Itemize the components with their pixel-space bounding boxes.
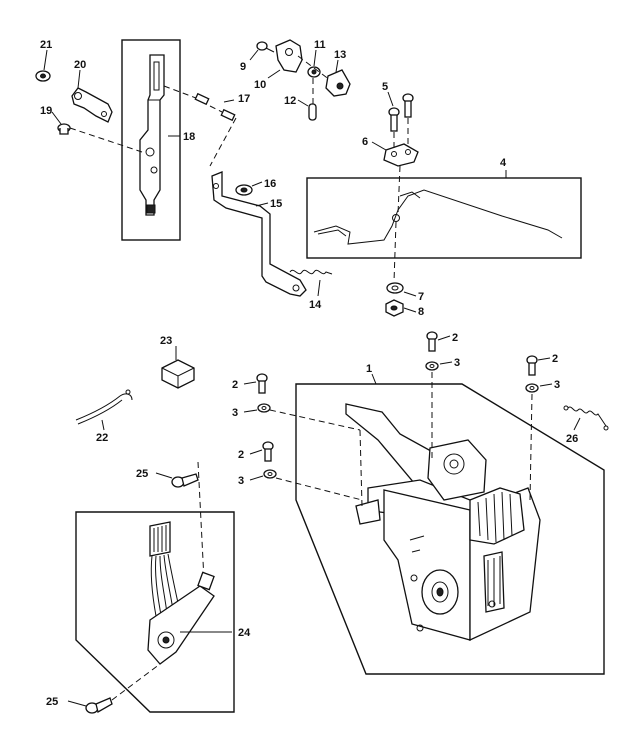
screws-part-5 <box>388 93 414 132</box>
label-3-right: 3 <box>554 379 560 391</box>
washer-part-11 <box>307 66 321 78</box>
label-15: 15 <box>270 198 282 210</box>
label-14: 14 <box>309 299 322 311</box>
screw-part-19 <box>57 123 71 135</box>
harness-part-24 <box>147 521 215 665</box>
label-7: 7 <box>418 291 424 303</box>
label-12: 12 <box>284 95 296 107</box>
label-8: 8 <box>418 306 424 318</box>
cam-part-13 <box>325 69 351 97</box>
label-19: 19 <box>40 105 52 117</box>
screw-part-25-bottom <box>85 697 113 714</box>
washer-part-3-right <box>525 383 539 393</box>
spring-part-26 <box>563 405 609 431</box>
pin-part-12 <box>308 103 317 121</box>
washer-part-3-lower <box>263 469 277 479</box>
lever-part-18 <box>139 54 165 216</box>
assembly-box-18 <box>121 39 181 241</box>
screw-part-2-right <box>526 355 538 376</box>
label-6: 6 <box>362 136 368 148</box>
spring-part-14 <box>289 269 333 275</box>
screw-part-25-top <box>171 473 199 488</box>
screw-part-2-left <box>256 373 268 394</box>
label-2-lower: 2 <box>238 449 244 461</box>
screw-part-9 <box>256 41 275 53</box>
label-20: 20 <box>74 59 86 71</box>
bracket-part-10 <box>275 39 303 73</box>
label-22: 22 <box>96 432 108 444</box>
label-2-left: 2 <box>232 379 238 391</box>
label-4: 4 <box>500 157 507 169</box>
label-3-top: 3 <box>454 357 460 369</box>
label-17: 17 <box>238 93 250 105</box>
label-25-bottom: 25 <box>46 696 58 708</box>
screw-part-2-lower <box>262 441 274 462</box>
label-1: 1 <box>366 363 372 375</box>
label-21: 21 <box>40 39 52 51</box>
washer-part-16 <box>235 184 253 196</box>
pin-part-17 <box>194 92 236 122</box>
label-9: 9 <box>240 61 246 73</box>
label-2-right: 2 <box>552 353 558 365</box>
label-13: 13 <box>334 49 346 61</box>
nut-part-8 <box>385 299 404 317</box>
label-24: 24 <box>238 627 251 639</box>
label-26: 26 <box>566 433 578 445</box>
washer-part-3-left <box>257 403 271 413</box>
label-3-lower: 3 <box>238 475 244 487</box>
assembly-outline-1 <box>295 383 605 675</box>
cap-part-23 <box>161 359 195 389</box>
label-16: 16 <box>264 178 276 190</box>
screw-part-2-top <box>426 331 438 352</box>
wire-lever-part-4 <box>313 189 563 245</box>
label-10: 10 <box>254 79 266 91</box>
washer-part-21 <box>35 70 51 82</box>
label-2-top: 2 <box>452 332 458 344</box>
label-23: 23 <box>160 335 172 347</box>
label-18: 18 <box>183 131 195 143</box>
bracket-part-20 <box>71 87 113 123</box>
assembly-outline-24 <box>75 511 235 713</box>
label-11: 11 <box>314 39 326 51</box>
assembly-box-4 <box>306 177 582 259</box>
washer-part-7 <box>386 282 404 294</box>
mechanism-part-1 <box>345 403 541 642</box>
label-3-left: 3 <box>232 407 238 419</box>
label-25-top: 25 <box>136 468 148 480</box>
plate-part-6 <box>383 143 419 167</box>
bracket-part-15 <box>211 171 307 297</box>
washer-part-3-top <box>425 361 439 371</box>
label-5: 5 <box>382 81 388 93</box>
cable-part-22 <box>75 389 133 425</box>
